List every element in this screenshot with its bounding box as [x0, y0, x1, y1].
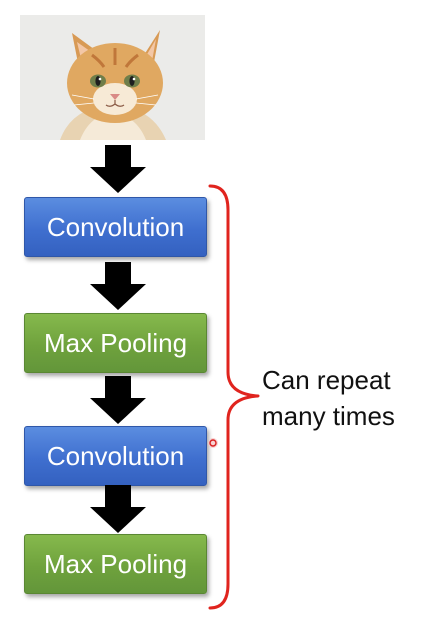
repeat-note: Can repeat many times: [262, 362, 395, 434]
right-curly-brace: [208, 184, 260, 610]
kitten-photo-illustration: [20, 15, 205, 140]
down-arrow-icon: [90, 376, 146, 424]
cat-image: [20, 15, 205, 140]
convolution-step: Convolution: [24, 426, 207, 486]
down-arrow-icon: [90, 145, 146, 193]
max-pooling-step: Max Pooling: [24, 534, 207, 594]
convolution-step: Convolution: [24, 197, 207, 257]
pointer-dot-icon: [208, 438, 218, 448]
repeat-note-line-1: Can repeat: [262, 365, 391, 395]
max-pooling-step: Max Pooling: [24, 313, 207, 373]
repeat-note-line-2: many times: [262, 401, 395, 431]
down-arrow-icon: [90, 485, 146, 533]
down-arrow-icon: [90, 262, 146, 310]
